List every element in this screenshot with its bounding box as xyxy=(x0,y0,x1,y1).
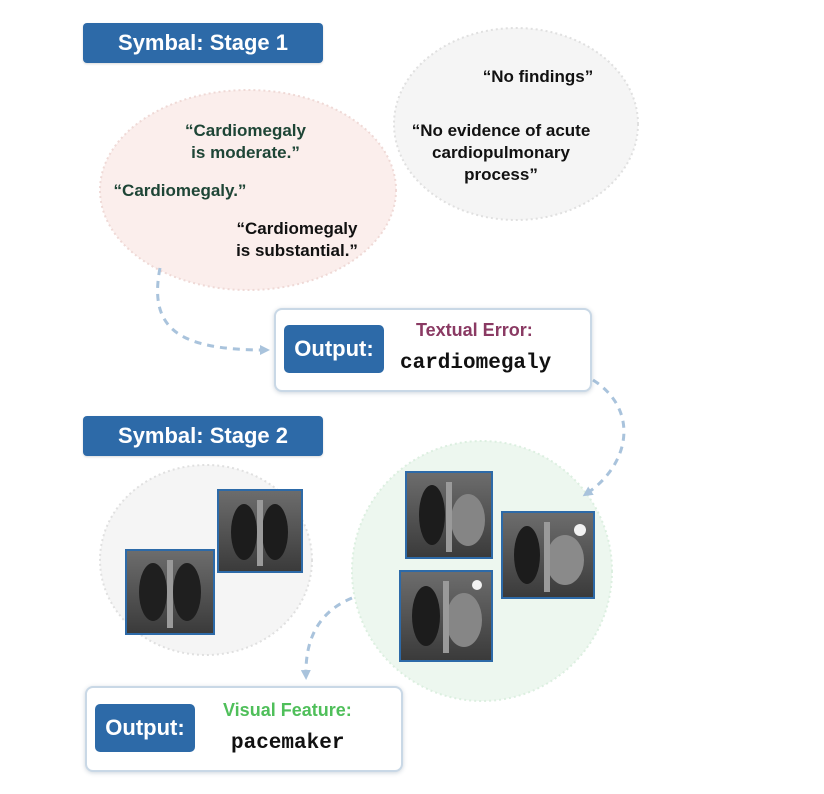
xray-image-pos-1 xyxy=(405,471,493,559)
stage1-output-box: Output: Textual Error: cardiomegaly xyxy=(274,308,592,392)
stage1-header: Symbal: Stage 1 xyxy=(83,23,323,63)
negative-text-cluster xyxy=(393,27,639,221)
arrow-cluster-to-output1 xyxy=(156,267,270,355)
xray-image-neg-1 xyxy=(217,489,303,573)
textual-error-title: Textual Error: xyxy=(416,320,533,340)
pacemaker-device xyxy=(472,580,482,590)
report-quote: “Cardiomegaly is substantial.” xyxy=(236,219,358,260)
stage2-header: Symbal: Stage 2 xyxy=(83,416,323,456)
visual-feature-title: Visual Feature: xyxy=(223,700,352,720)
report-quote: “Cardiomegaly is moderate.” xyxy=(185,121,306,162)
report-quote: “No evidence of acute cardiopulmonary pr… xyxy=(411,121,591,184)
arrow-stage2-to-output2 xyxy=(300,596,353,680)
xray-image-neg-2 xyxy=(125,549,215,635)
pacemaker-device xyxy=(574,524,586,536)
output-label: Output: xyxy=(284,325,384,373)
report-quote: “Cardiomegaly.” xyxy=(113,181,247,200)
arrow-output1-to-stage2 xyxy=(582,378,626,497)
stage2-output-box: Output: Visual Feature: pacemaker xyxy=(85,686,403,772)
positive-text-cluster xyxy=(99,89,397,291)
xray-image-pos-3 xyxy=(399,570,493,662)
output-label: Output: xyxy=(95,704,195,752)
textual-error-value: cardiomegaly xyxy=(400,352,552,375)
xray-image-pos-2 xyxy=(501,511,595,599)
report-quote: “No findings” xyxy=(482,67,594,86)
visual-feature-value: pacemaker xyxy=(231,732,345,755)
